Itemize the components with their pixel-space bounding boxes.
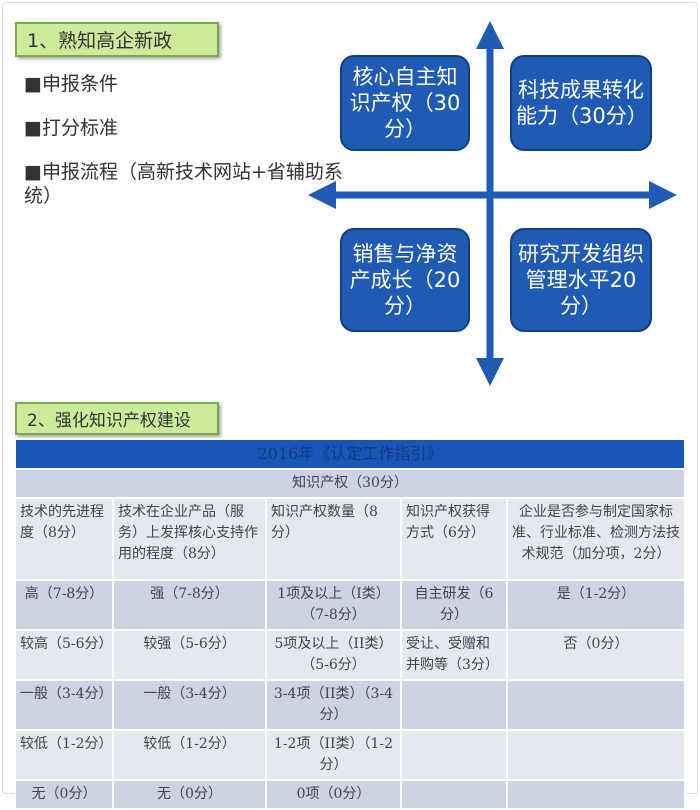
header-cell: 技术在企业产品（服务）上发挥核心支持作用的程度（8分） [112,497,267,581]
cell: 较高（5-6分） [14,629,114,681]
quadrant-transformation: 科技成果转化能力（30分） [510,55,652,151]
table-title: 2016年《认定工作指引》 [14,438,686,470]
table-row: 较高（5-6分）较强（5-6分）5项及以上（II类）（5-6分）受让、受赠和并购… [14,629,686,681]
bullet-conditions: ■申报条件 [24,73,118,95]
header-cell: 知识产权数量（8分） [265,497,402,581]
section2-title: 2、强化知识产权建设 [15,402,219,435]
cell: 一般（3-4分） [14,679,114,731]
cell: 较强（5-6分） [112,629,267,681]
table-subtitle: 知识产权（30分） [14,468,686,499]
cell: 高（7-8分） [14,579,114,631]
cell: 一般（3-4分） [112,679,267,731]
header-cell: 企业是否参与制定国家标准、行业标准、检测方法技术规范（加分项，2分） [506,497,686,581]
bullet-scoring: ■打分标准 [24,117,118,139]
cell: 是（1-2分） [506,579,686,631]
section1-title: 1、熟知高企新政 [15,22,219,57]
cell: 5项及以上（II类）（5-6分） [265,629,402,681]
cell: 自主研发（6分） [400,579,508,631]
table-row: 高（7-8分）强（7-8分）1项及以上（I类）（7-8分）自主研发（6分）是（1… [14,579,686,631]
quadrant-sales: 销售与净资产成长（20分） [340,228,470,332]
table-row: 一般（3-4分）一般（3-4分）3-4项（II类）（3-4分） [14,679,686,731]
header-cell: 知识产权获得方式（6分） [400,497,508,581]
cell: 否（0分） [506,629,686,681]
cell: 0项（0分） [265,779,402,810]
table-row: 较低（1-2分）较低（1-2分）1-2项（II类）（1-2分） [14,729,686,781]
cell: 1项及以上（I类）（7-8分） [265,579,402,631]
cell [400,729,508,781]
cell [400,679,508,731]
bullet-process: ■申报流程（高新技术网站+省辅助系统） [24,161,343,207]
cell: 较低（1-2分） [112,729,267,781]
quadrant-rd: 研究开发组织管理水平20分） [510,228,652,332]
cell: 无（0分） [112,779,267,810]
cell: 强（7-8分） [112,579,267,631]
cell: 1-2项（II类）（1-2分） [265,729,402,781]
ip-scoring-table: 2016年《认定工作指引》 知识产权（30分） 技术的先进程度（8分） 技术在企… [14,438,686,810]
cell [506,729,686,781]
cell [506,779,686,810]
cell [400,779,508,810]
cell: 无（0分） [14,779,114,810]
table-row: 无（0分）无（0分）0项（0分） [14,779,686,810]
cell: 较低（1-2分） [14,729,114,781]
cell [506,679,686,731]
cell: 3-4项（II类）（3-4分） [265,679,402,731]
quadrant-ip: 核心自主知识产权（30分） [340,55,470,151]
quadrant-arrows [308,21,677,386]
cell: 受让、受赠和并购等（3分） [400,629,508,681]
header-cell: 技术的先进程度（8分） [14,497,114,581]
